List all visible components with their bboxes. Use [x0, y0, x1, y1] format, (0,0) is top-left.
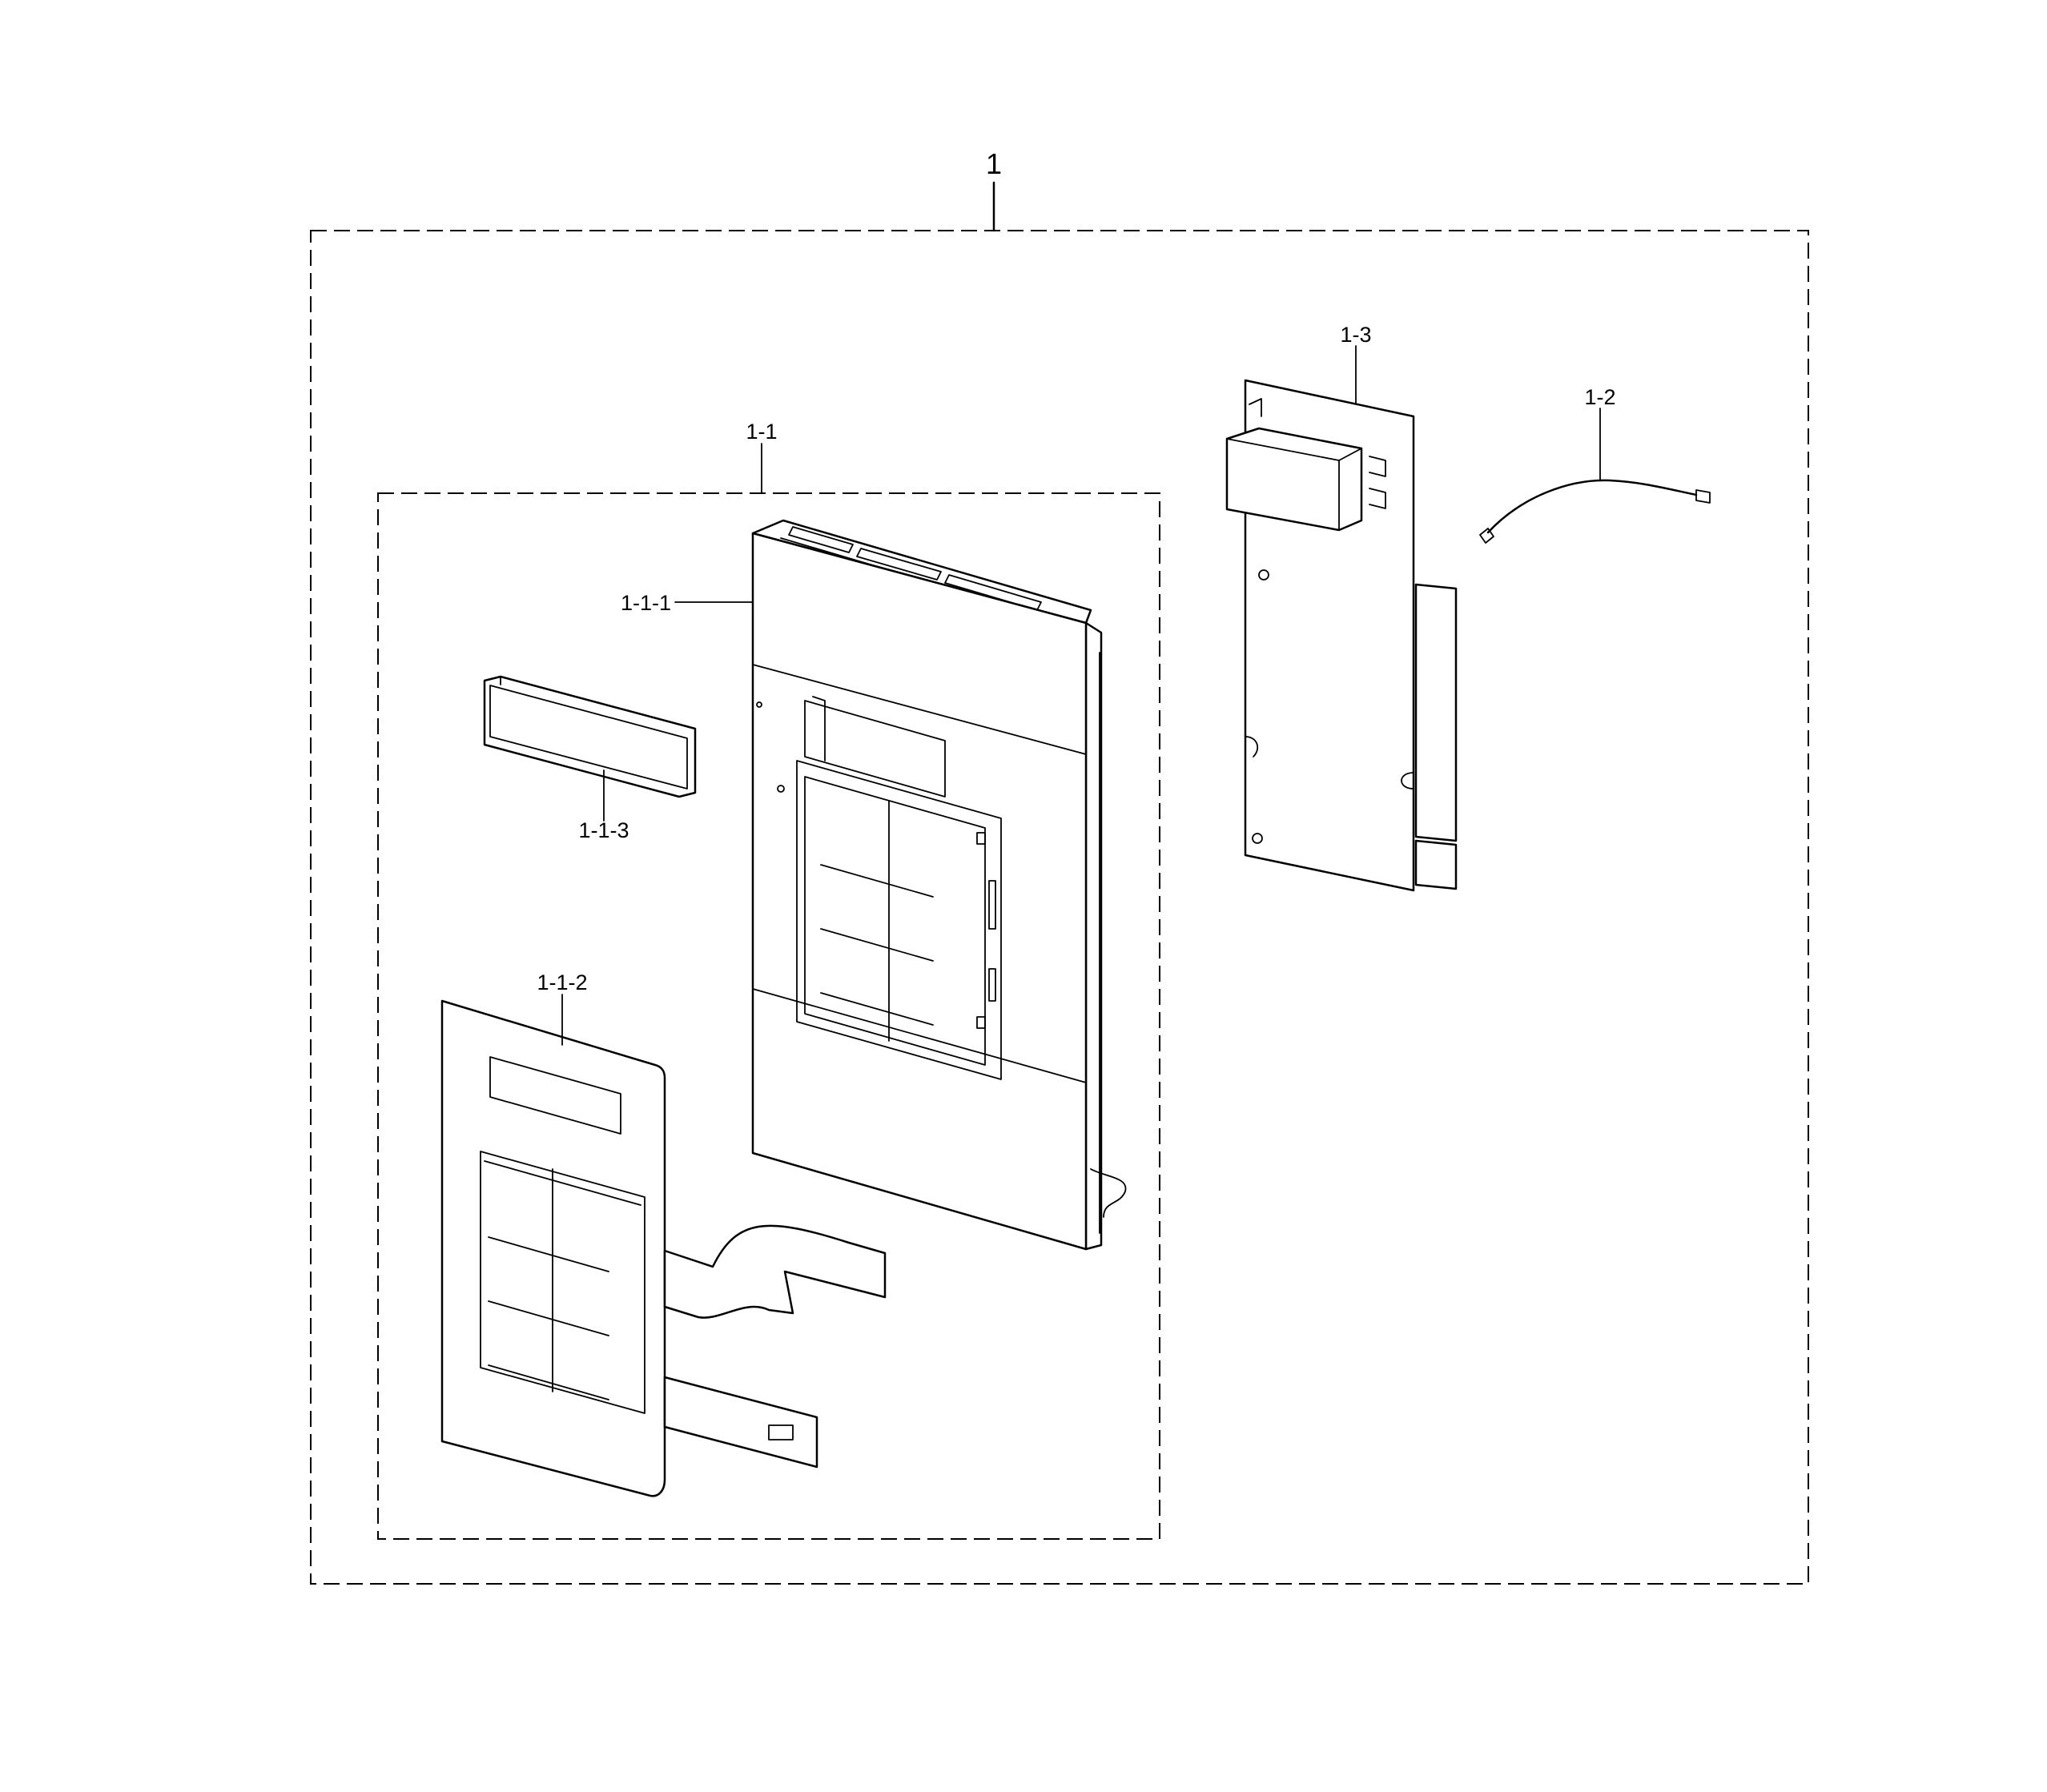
panel-front-part: [751, 519, 1127, 1251]
pcb-part: [1225, 379, 1458, 892]
callout-1-1-2: 1-1-2: [537, 970, 587, 994]
callout-1: 1: [986, 147, 1002, 180]
control-assy-boundary: [377, 492, 1160, 1540]
callout-1-1-3: 1-1-3: [578, 818, 629, 842]
callout-1-3: 1-3: [1340, 323, 1371, 347]
callout-1-2: 1-2: [1584, 385, 1615, 409]
wire-harness-part: [1479, 479, 1711, 544]
membrane-part: [440, 999, 887, 1497]
callout-1-1-1: 1-1-1: [621, 591, 671, 615]
callout-1-1: 1-1: [746, 420, 777, 444]
assembly-boundary: [310, 230, 1809, 1585]
window-part: [483, 675, 697, 798]
